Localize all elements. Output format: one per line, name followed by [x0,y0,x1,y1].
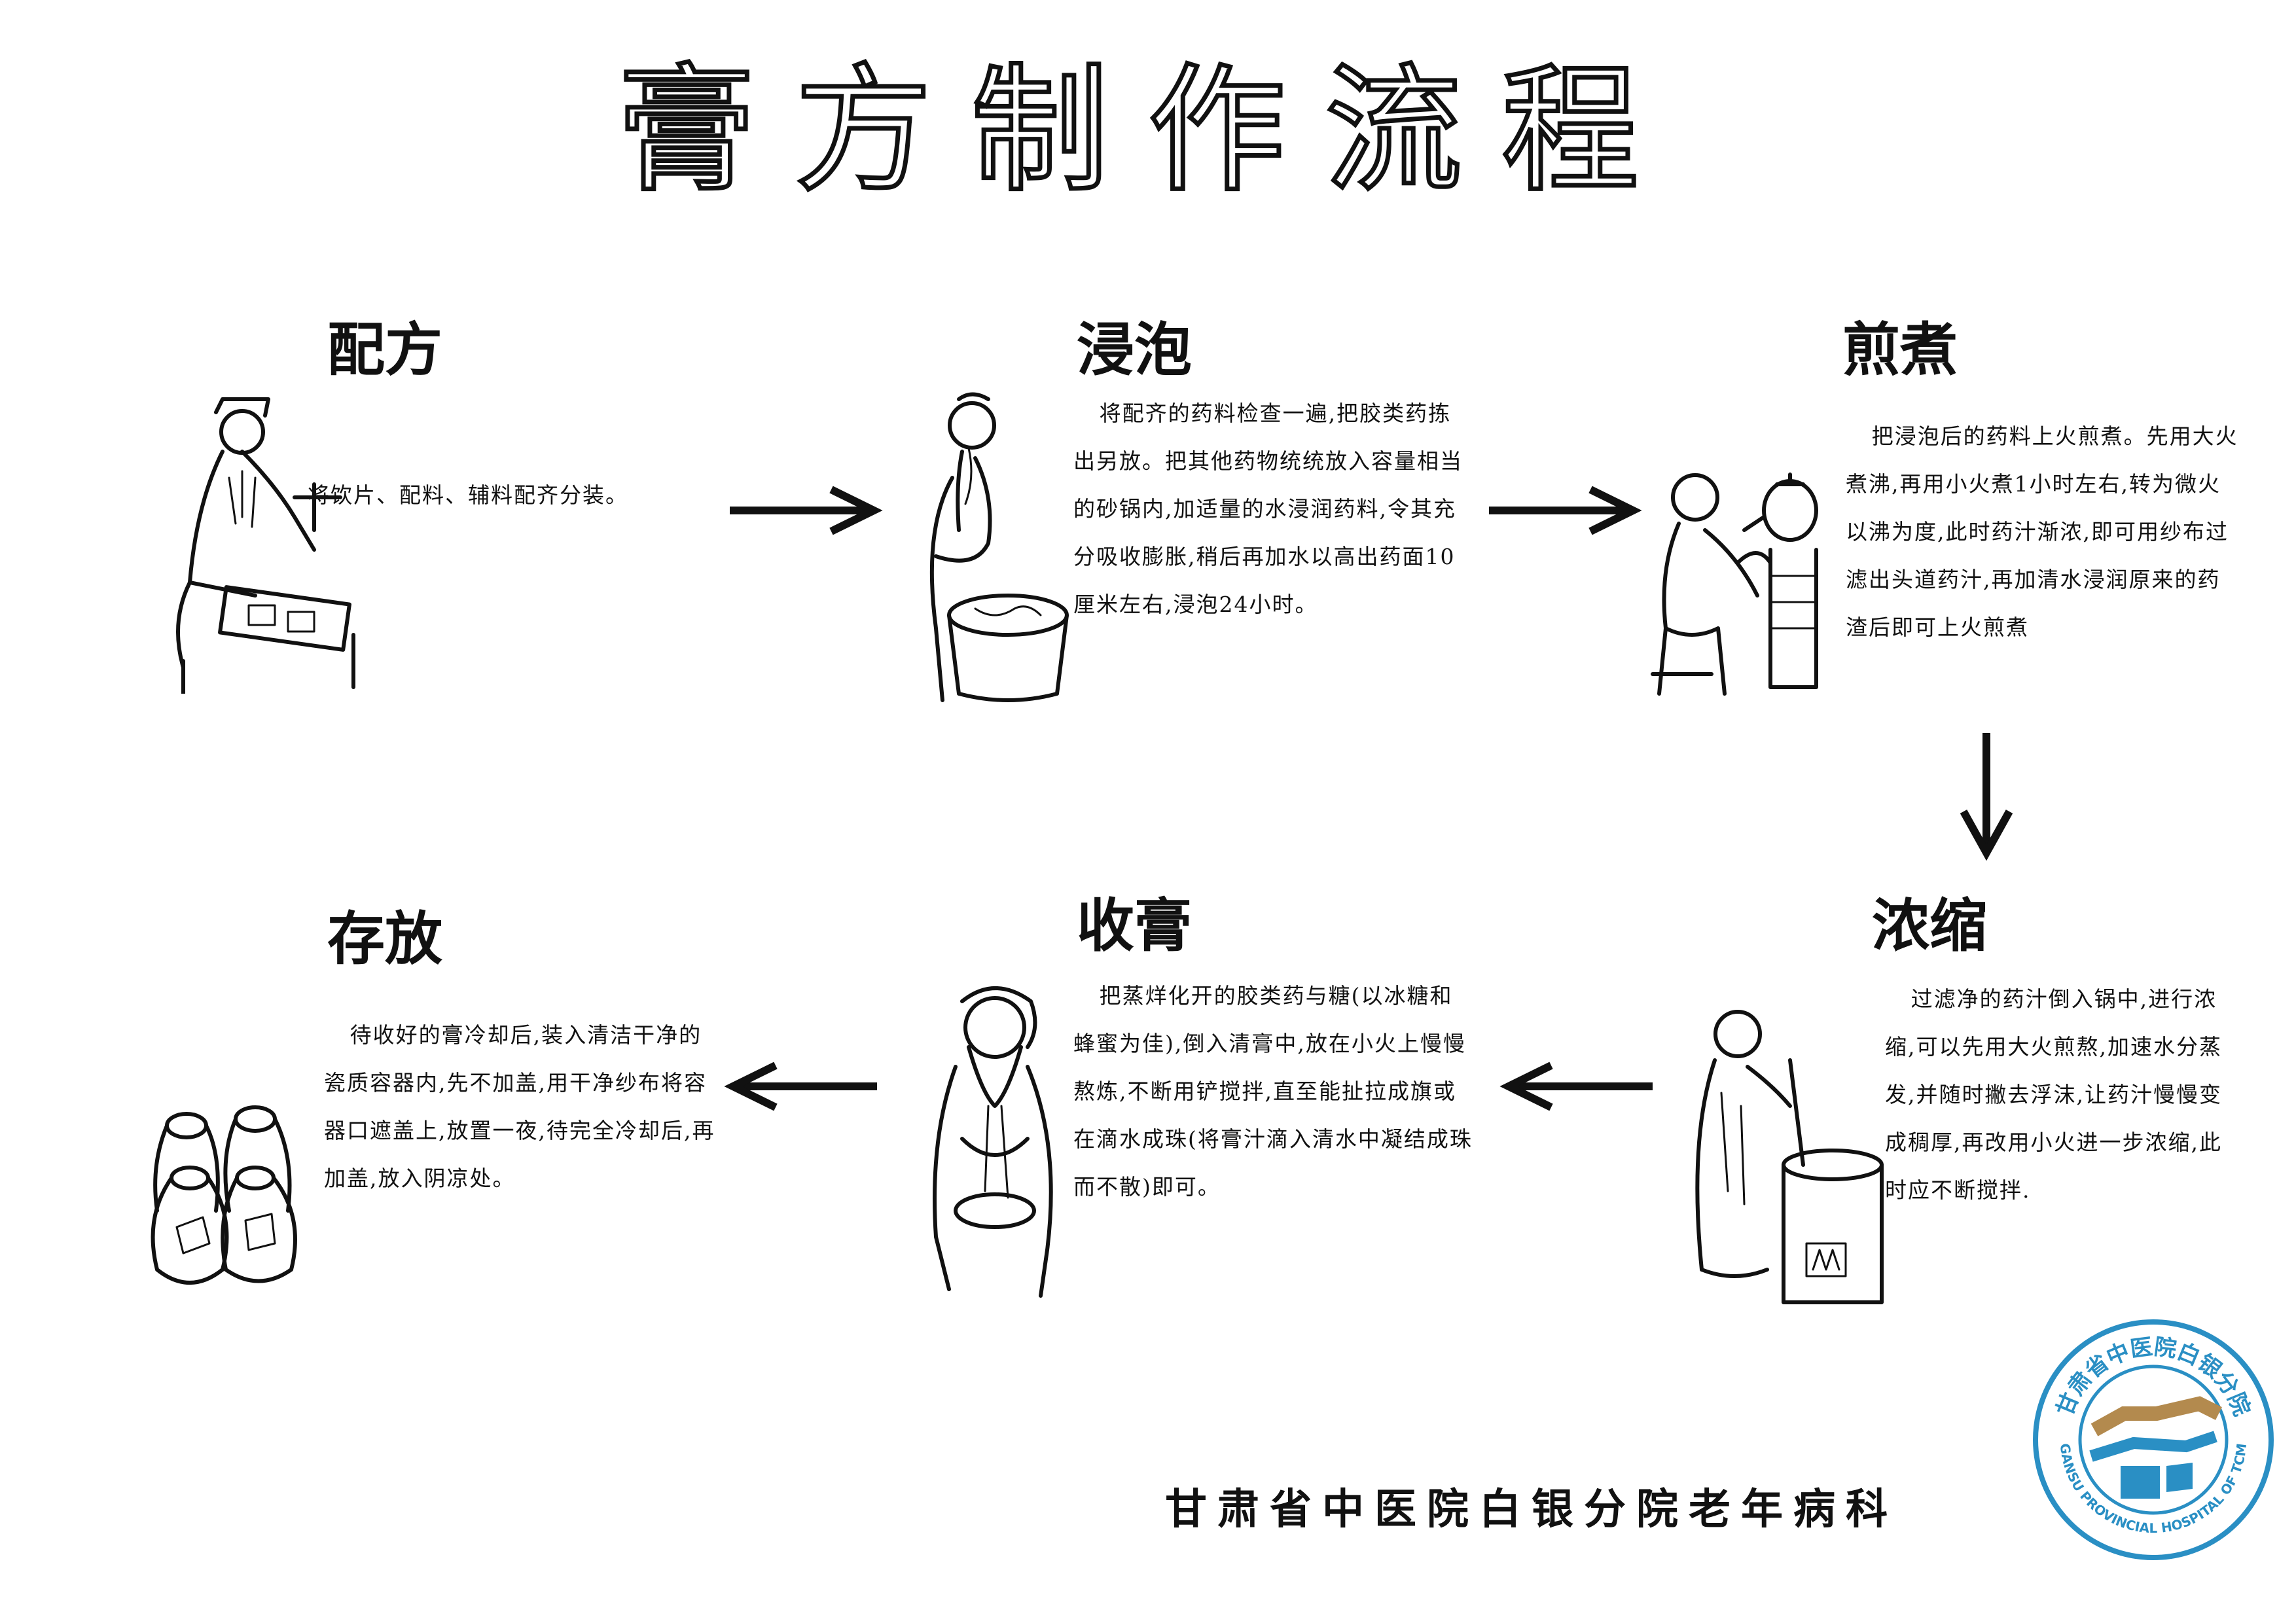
step-title-concentrate: 浓缩 [1872,891,1988,959]
logo-emblem-icon: 甘肃省中医院白银分院 GANSU PROVINCIAL HOSPITAL OF … [2033,1319,2274,1560]
step-text-collect: 把蒸烊化开的胶类药与糖(以冰糖和蜂蜜为佳),倒入清膏中,放在小火上慢慢熬炼,不断… [1073,983,1473,1200]
hospital-logo: 甘肃省中医院白银分院 GANSU PROVINCIAL HOSPITAL OF … [2029,1315,2278,1564]
step-text-concentrate: 过滤净的药汁倒入锅中,进行浓缩,可以先用大火煎熬,加速水分蒸发,并随时撇去浮沫,… [1885,986,2222,1203]
step-text-decoct: 把浸泡后的药料上火煎煮。先用大火煮沸,再用小火煮1小时左右,转为微火以沸为度,此… [1846,423,2238,640]
arrow-left-1 [1499,1061,1653,1111]
illustration-concentrate [1695,1010,1884,1304]
page-title: 膏方制作流程 [615,50,1678,211]
illustration-store-jars [151,1105,297,1285]
step-text-store: 待收好的膏冷却后,装入清洁干净的瓷质容器内,先不加盖,用干净纱布将容器口遮盖上,… [324,1022,715,1191]
footer-department: 甘肃省中医院白银分院老年病科 [1165,1486,1898,1534]
step-text-soak: 将配齐的药料检查一遍,把胶类药拣出另放。把其他药物统统放入容量相当的砂锅内,加适… [1073,401,1463,617]
step-text-formula: 将饮片、配料、辅料配齐分装。 [308,482,628,508]
illustration-formula [176,397,355,694]
arrow-right-1 [730,486,883,535]
step-title-store: 存放 [327,904,443,972]
arrow-left-2 [724,1061,877,1111]
step-title-decoct: 煎煮 [1842,315,1958,383]
step-title-formula: 配方 [327,315,443,383]
illustration-collect [933,986,1053,1298]
illustration-soak [929,392,1069,702]
step-title-collect: 收膏 [1077,891,1193,959]
arrow-down [1960,733,2013,861]
step-title-soak: 浸泡 [1077,315,1193,383]
arrow-right-2 [1489,486,1642,535]
illustration-decoct [1651,473,1818,696]
